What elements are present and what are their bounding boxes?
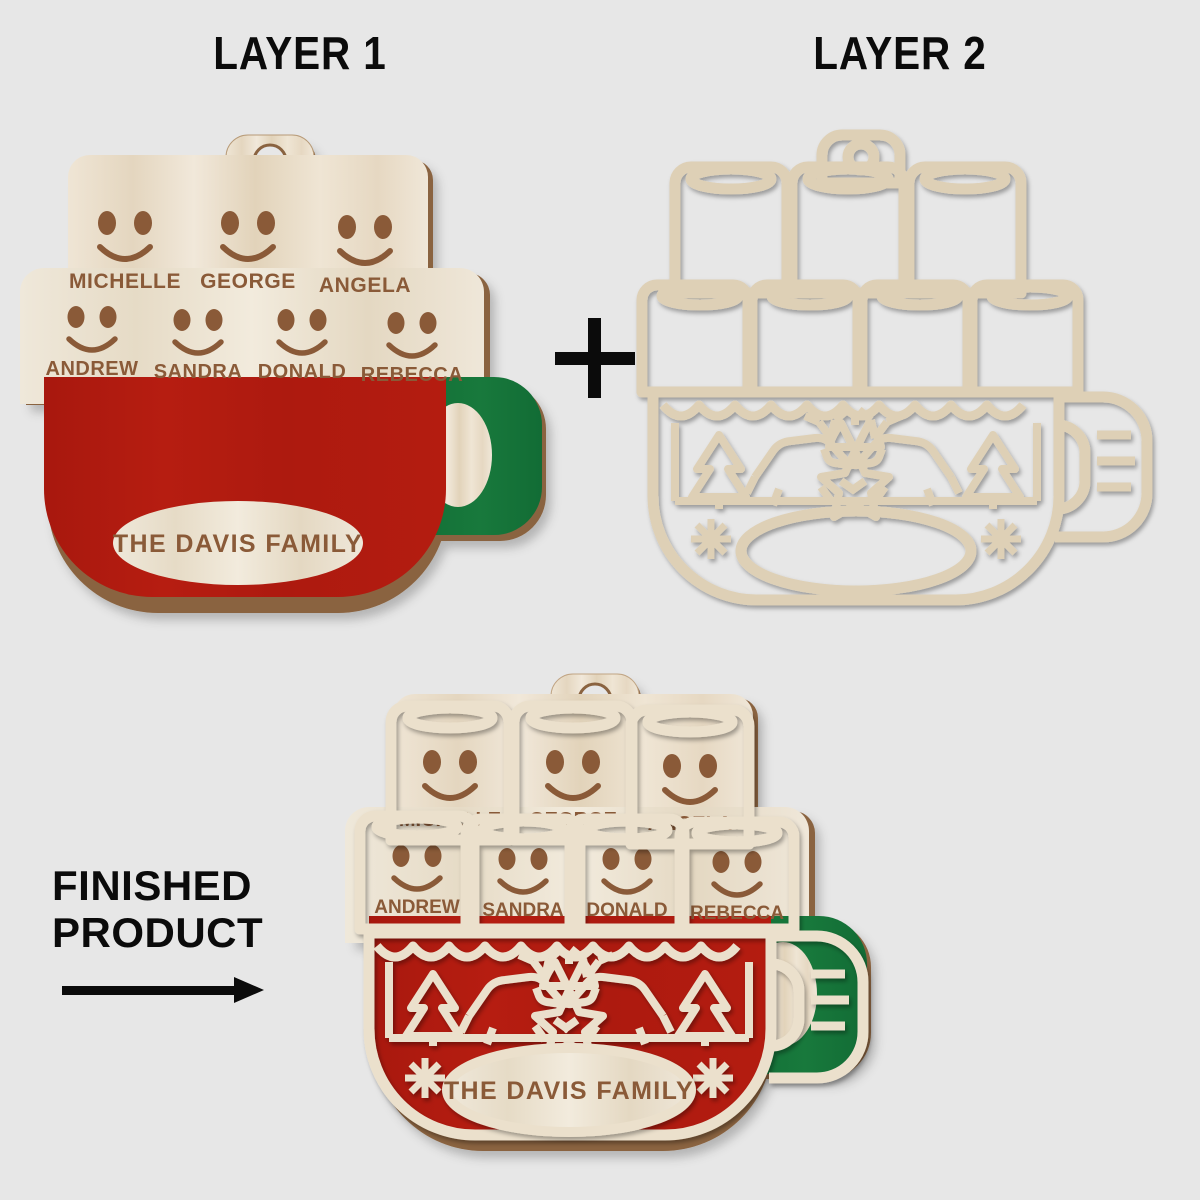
pine-tree-left (402, 970, 464, 1046)
name-plaque: THE DAVIS FAMILY (442, 1043, 696, 1137)
snowflake-left (405, 1058, 445, 1098)
pine-tree-right (962, 431, 1024, 509)
plus-icon (555, 318, 635, 398)
bells-icon (539, 956, 599, 990)
scalloped-rim (373, 941, 741, 962)
family-name-text: THE DAVIS FAMILY (444, 1077, 694, 1105)
marshmallow-faces-bottom: ANDREW SANDRA DONALD (374, 845, 784, 924)
handle-stripes (811, 969, 849, 1031)
name-plaque: THE DAVIS FAMILY (113, 501, 363, 585)
name-rebecca: REBECCA (361, 364, 463, 386)
handle-frame (1055, 391, 1153, 543)
pine-tree-right (674, 970, 736, 1046)
name-sandra: SANDRA (154, 361, 243, 383)
name-donald: DONALD (586, 900, 667, 921)
name-rebecca: REBECCA (690, 903, 784, 924)
snowflake-right (693, 1058, 733, 1098)
name-andrew: ANDREW (374, 897, 460, 918)
finished-line-1: FINISHED (52, 862, 253, 909)
snowflake-right (981, 519, 1021, 559)
layer1-heading: LAYER 1 (213, 27, 387, 79)
layer2-ornament[interactable] (636, 105, 1153, 625)
name-angela: ANGELA (319, 274, 411, 297)
marshmallow-frames-top (669, 161, 1027, 299)
name-michelle: MICHELLE (69, 270, 181, 293)
layer2-heading: LAYER 2 (813, 27, 987, 79)
finished-product-label: FINISHED PRODUCT (52, 862, 342, 956)
marshmallow-faces-bottom: ANDREW SANDRA DONALD (46, 306, 463, 386)
name-donald: DONALD (258, 361, 347, 383)
finished-line-2: PRODUCT (52, 909, 264, 957)
bells-icon (825, 417, 885, 451)
name-sandra: SANDRA (482, 900, 564, 921)
right-arrow-icon (62, 975, 292, 1005)
snowflake-left (691, 519, 731, 559)
pine-tree-left (688, 431, 750, 509)
finished-product-ornament[interactable]: MICHELLE GEORGE ANGELA (345, 648, 895, 1168)
mug-outline (647, 386, 1065, 606)
marshmallow-frames-bottom (636, 279, 1084, 398)
name-george: GEORGE (200, 270, 296, 293)
name-andrew: ANDREW (46, 358, 139, 380)
family-name-text: THE DAVIS FAMILY (113, 530, 363, 558)
layer1-ornament[interactable]: THE DAVIS FAMILY MICHELLE GEORGE (20, 105, 570, 625)
bottom-name-panel (20, 268, 484, 404)
star-icon (817, 447, 893, 521)
oval-plaque-frame (735, 505, 977, 597)
marshmallow-faces-top: MICHELLE GEORGE ANGELA (69, 211, 411, 297)
scalloped-rim (659, 400, 1027, 421)
handle-stripes (1097, 430, 1135, 492)
